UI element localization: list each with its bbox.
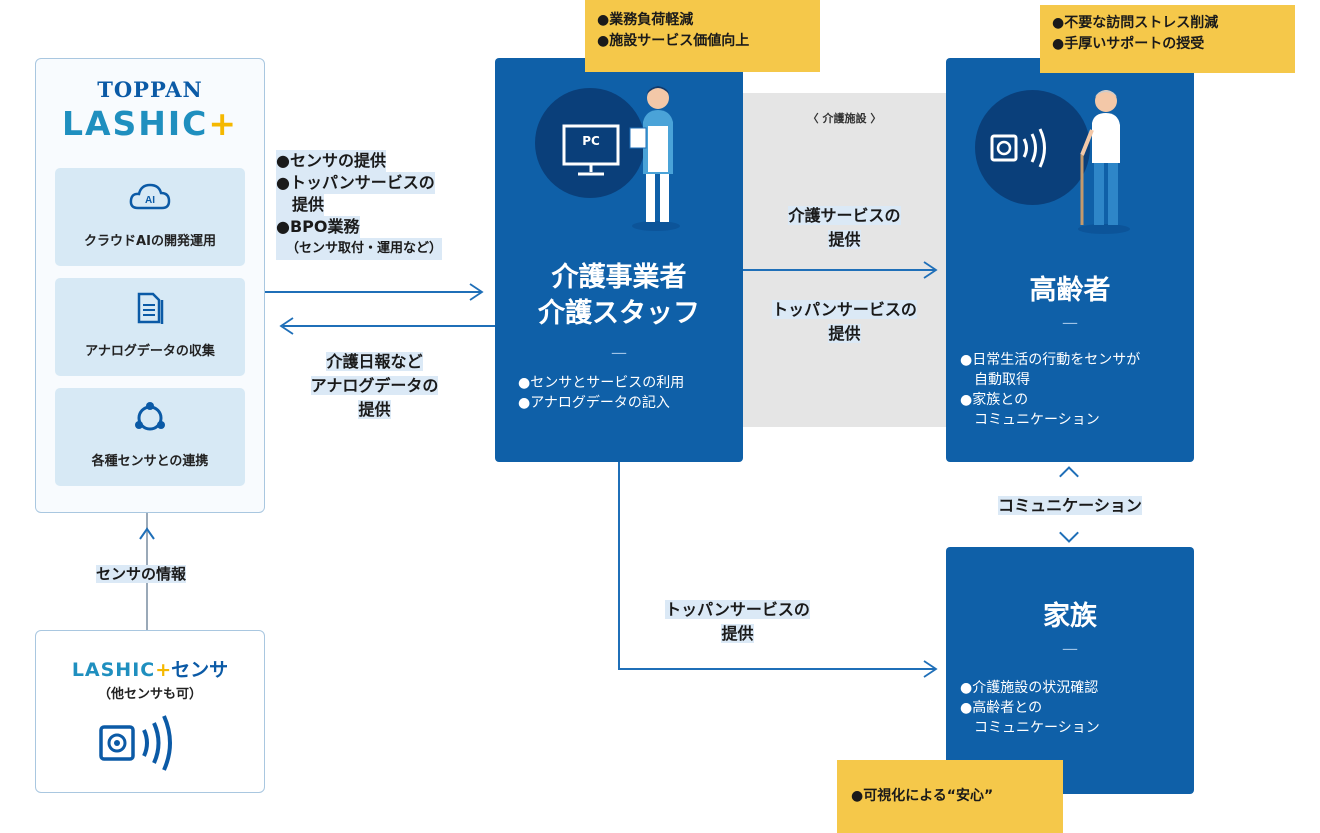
sensor-suffix: センサ xyxy=(171,659,229,681)
analog-data-line: アナログデータの xyxy=(310,376,439,395)
bullet-item: ●介護施設の状況確認 xyxy=(960,680,1099,696)
analog-data-line: 介護日報など xyxy=(326,352,423,371)
right-arrow-icon xyxy=(923,261,938,279)
cloud-ai-icon: AI xyxy=(55,180,245,216)
toppan-service-line: トッパンサービスの xyxy=(772,300,917,319)
care-service-line: 提供 xyxy=(828,230,861,249)
callout-item: ●施設サービス価値向上 xyxy=(597,33,750,49)
care-staff-icon xyxy=(629,86,680,231)
sensor-info-text: センサの情報 xyxy=(95,565,186,583)
right-arrow-icon xyxy=(469,283,484,301)
family-box xyxy=(946,547,1194,794)
sensor-info-label: センサの情報 xyxy=(76,564,206,585)
family-title: 家族 xyxy=(1043,601,1097,632)
up-arrow-icon xyxy=(1059,466,1079,478)
communication-text: コミュニケーション xyxy=(998,496,1142,515)
lashic-logo-text: LASHIC xyxy=(61,104,209,143)
elderly-title: 高齢者 xyxy=(1029,275,1111,306)
platform-provision-list: ●センサの提供 ●トッパンサービスの 提供 ●BPO業務 （センサ取付・運用など… xyxy=(276,150,486,260)
care-provider-title: 介護事業者 介護スタッフ xyxy=(495,260,743,332)
pc-circle xyxy=(535,88,645,198)
bullet-item: ●高齢者との xyxy=(960,700,1043,716)
provision-item: ●センサの提供 xyxy=(276,150,386,172)
care-provider-title-line1: 介護事業者 xyxy=(551,262,687,293)
sensor-circle xyxy=(975,90,1090,205)
bullet-item: ●日常生活の行動をセンサが xyxy=(960,352,1141,368)
center-callout: ●業務負荷軽減 ●施設サービス価値向上 xyxy=(585,0,820,72)
right-arrow-icon xyxy=(923,660,938,678)
toppan-logo: TOPPAN xyxy=(97,77,203,102)
pc-label: PC xyxy=(582,134,600,148)
family-dash: — xyxy=(1062,639,1078,658)
pc-monitor-icon xyxy=(562,124,620,176)
bullet-item: ●家族との xyxy=(960,392,1029,408)
center-to-family-vertical xyxy=(618,462,620,669)
bullet-item: ●センサとサービスの利用 xyxy=(518,375,685,391)
down-arrow-icon xyxy=(1059,531,1079,543)
sensor-title: LASHIC+センサ xyxy=(35,655,265,682)
elderly-person-icon xyxy=(1078,90,1130,234)
callout-item: ●不要な訪問ストレス削減 xyxy=(1052,15,1219,31)
toppan-service-line: 提供 xyxy=(828,324,861,343)
toppan-service-label: トッパンサービスの 提供 xyxy=(743,298,946,346)
provision-item: （センサ取付・運用など） xyxy=(276,238,443,260)
sensor-brand: LASHIC xyxy=(71,659,156,681)
sensor-note: （他センサも可） xyxy=(97,687,202,702)
elderly-bullets: ●日常生活の行動をセンサが 自動取得 ●家族との コミュニケーション xyxy=(960,350,1190,430)
family-bullets: ●介護施設の状況確認 ●高齢者との コミュニケーション xyxy=(960,678,1190,738)
analog-data-label: 介護日報など アナログデータの 提供 xyxy=(282,350,467,422)
care-provider-dash: — xyxy=(611,343,627,362)
communication-label: コミュニケーション xyxy=(946,495,1194,516)
feature-cloud-ai: AI クラウドAIの開発運用 xyxy=(55,168,245,266)
center-to-platform-line xyxy=(283,325,495,327)
family-service-line: トッパンサービスの xyxy=(665,600,810,619)
care-provider-title-line2: 介護スタッフ xyxy=(538,298,700,329)
callout-item: ●手厚いサポートの授受 xyxy=(1052,36,1205,52)
center-to-family-horizontal xyxy=(618,668,936,670)
facility-label: 〈 介護施設 〉 xyxy=(807,112,882,125)
family-callout: ●可視化による“安心” xyxy=(837,760,1063,833)
feature-label: アナログデータの収集 xyxy=(85,344,215,359)
feature-analog-data: アナログデータの収集 xyxy=(55,278,245,376)
care-facility-area xyxy=(743,93,946,427)
provision-item: 提供 xyxy=(276,194,325,216)
care-service-label: 介護サービスの 提供 xyxy=(743,204,946,252)
provision-item: ●トッパンサービスの xyxy=(276,172,435,194)
bullet-item: 自動取得 xyxy=(960,372,1030,388)
bullet-item: ●アナログデータの記入 xyxy=(518,395,670,411)
lashic-logo-plus: + xyxy=(208,104,239,143)
family-service-label: トッパンサービスの 提供 xyxy=(630,598,845,646)
care-provider-bullets: ●センサとサービスの利用 ●アナログデータの記入 xyxy=(518,373,738,413)
callout-item: ●可視化による“安心” xyxy=(851,788,994,804)
family-service-line: 提供 xyxy=(721,624,754,643)
document-icon xyxy=(55,290,245,326)
bullet-item: コミュニケーション xyxy=(960,720,1100,736)
lashic-logo: LASHIC+ xyxy=(35,104,265,143)
lashic-sensor-panel xyxy=(35,630,265,793)
feature-label: 各種センサとの連携 xyxy=(91,454,209,469)
provision-item: ●BPO業務 xyxy=(276,216,360,238)
left-arrow-icon xyxy=(279,317,294,335)
sensor-signal-icon xyxy=(990,128,1046,168)
svg-text:AI: AI xyxy=(145,195,155,206)
elder-callout: ●不要な訪問ストレス削減 ●手厚いサポートの授受 xyxy=(1040,5,1295,73)
analog-data-line: 提供 xyxy=(358,400,391,419)
callout-item: ●業務負荷軽減 xyxy=(597,12,694,28)
care-service-line: 介護サービスの xyxy=(788,206,901,225)
sensor-plus: + xyxy=(155,659,172,681)
center-to-elder-line xyxy=(743,269,936,271)
sensor-device-icon xyxy=(99,715,172,771)
platform-to-center-line xyxy=(265,291,481,293)
network-icon xyxy=(55,400,245,436)
bullet-item: コミュニケーション xyxy=(960,412,1100,428)
elderly-dash: — xyxy=(1062,313,1078,332)
feature-sensor-link: 各種センサとの連携 xyxy=(55,388,245,486)
feature-label: クラウドAIの開発運用 xyxy=(84,234,216,249)
up-arrow-icon xyxy=(139,527,155,540)
